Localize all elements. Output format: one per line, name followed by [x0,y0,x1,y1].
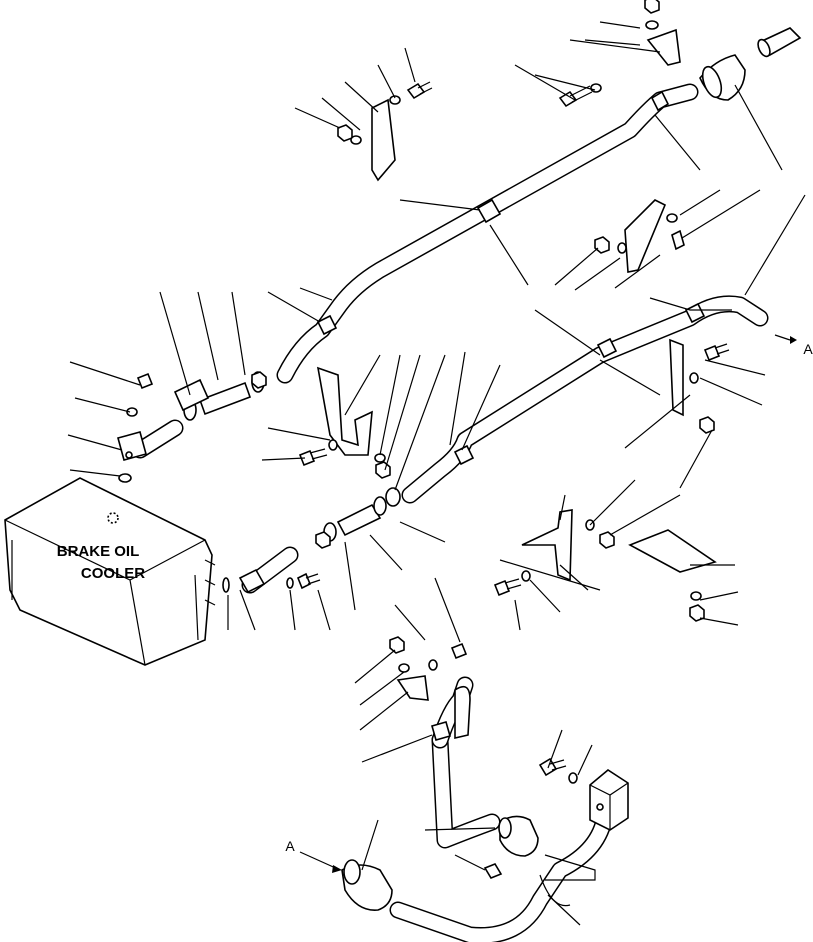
cooler-label-line1: BRAKE OIL [57,543,140,560]
brake-oil-cooler: BRAKE OIL COOLER [4,477,216,666]
lower-tube [389,676,614,942]
fittings [173,27,802,911]
middle-tube [401,295,769,504]
left-hoses [117,419,299,594]
upper-tube [276,83,699,384]
connector-label-top: A [803,341,813,357]
leader-lines [67,21,806,926]
cooler-label-line2: COOLER [81,565,145,582]
brackets [316,28,717,701]
hardware [126,0,730,784]
connector-label-bottom: A [285,838,295,854]
